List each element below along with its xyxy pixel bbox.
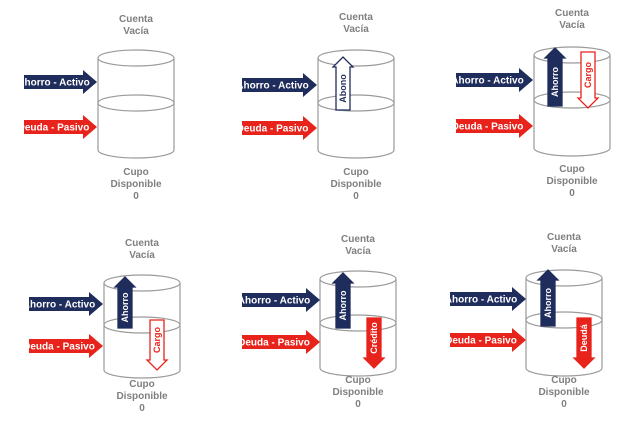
available-label-line1: Cupo [559, 164, 585, 175]
cylinder-top [317, 49, 395, 67]
available-label-line1: Cupo [123, 167, 149, 178]
cylinder [317, 49, 395, 159]
asset-arrow [456, 68, 533, 92]
available-value: 0 [353, 191, 359, 202]
up-arrow [536, 269, 560, 327]
up-arrow [331, 56, 355, 111]
asset-arrow [242, 73, 317, 97]
available-label-line1: Cupo [343, 167, 369, 178]
cylinder-divider [319, 314, 397, 332]
debt-arrow-label: Deuda - Pasivo [237, 124, 309, 135]
available-value: 0 [569, 188, 575, 199]
cylinder-divider [533, 91, 611, 109]
up-arrow-label: Abono [338, 74, 348, 103]
account-title-line1: Cuenta [339, 12, 373, 23]
up-arrow [543, 47, 567, 107]
available-label-line1: Cupo [345, 375, 371, 386]
up-arrow [113, 276, 137, 329]
down-arrow [576, 51, 600, 109]
debt-arrow [29, 334, 103, 358]
cylinder-divider [525, 311, 603, 329]
asset-arrow-label: Ahorro - Activo [238, 296, 310, 307]
cylinder-divider [317, 94, 395, 112]
cylinder [533, 46, 611, 157]
asset-arrow-label: Ahorro - Activo [236, 81, 308, 92]
available-value: 0 [355, 399, 361, 410]
account-title-line2: Vacía [559, 20, 585, 31]
available-value: 0 [139, 403, 145, 414]
available-label-line2: Disponible [110, 179, 162, 190]
available-label-line1: Cupo [551, 375, 577, 386]
down-arrow-label: Cargo [583, 62, 593, 89]
available-label-line2: Disponible [538, 387, 590, 398]
debt-arrow [456, 114, 533, 138]
up-arrow-label: Ahorro [120, 292, 130, 322]
debt-arrow [242, 330, 320, 354]
down-arrow [362, 317, 386, 369]
account-title-line2: Vacía [123, 26, 149, 37]
debt-arrow-label: Deuda - Pasivo [452, 122, 524, 133]
cylinder-top [103, 274, 181, 292]
up-arrow-label: Ahorro [338, 290, 348, 320]
available-value: 0 [133, 191, 139, 202]
cylinder [97, 49, 175, 159]
debt-arrow-label: Deuda - Pasivo [23, 342, 95, 353]
asset-arrow-label: Ahorro - Activo [23, 300, 95, 311]
cylinder [319, 270, 397, 377]
debt-arrow [242, 116, 317, 140]
account-title-line1: Cuenta [119, 14, 153, 25]
asset-arrow-label: Ahorro - Activo [17, 78, 89, 89]
down-arrow-label: Deudá [579, 323, 589, 352]
debt-arrow-label: Deuda - Pasivo [18, 123, 90, 134]
up-arrow-label: Ahorro [550, 67, 560, 97]
available-label-line1: Cupo [129, 379, 155, 390]
up-arrow [331, 272, 355, 329]
asset-arrow [242, 288, 320, 312]
account-title-line1: Cuenta [125, 238, 159, 249]
available-label-line2: Disponible [330, 179, 382, 190]
down-arrow-label: Cargo [152, 327, 162, 354]
cylinder [103, 274, 181, 379]
account-title-line2: Vacía [129, 250, 155, 261]
asset-arrow [24, 70, 97, 94]
available-label-line2: Disponible [546, 176, 598, 187]
cylinder-top [533, 46, 611, 64]
down-arrow [572, 317, 596, 369]
cylinder-divider [97, 94, 175, 112]
debt-arrow [24, 115, 97, 139]
cylinder-body [319, 279, 397, 377]
account-title-line2: Vacía [345, 246, 371, 257]
debt-arrow-label: Deuda - Pasivo [445, 336, 517, 347]
account-title-line1: Cuenta [341, 234, 375, 245]
down-arrow [145, 319, 169, 371]
account-title-line1: Cuenta [547, 232, 581, 243]
account-title-line2: Vacía [551, 244, 577, 255]
asset-arrow-label: Ahorro - Activo [445, 295, 517, 306]
cylinder-body [317, 58, 395, 159]
debt-arrow [450, 328, 526, 352]
cylinder-divider [103, 316, 181, 334]
account-title-line1: Cuenta [555, 8, 589, 19]
asset-arrow [29, 292, 103, 316]
available-label-line2: Disponible [332, 387, 384, 398]
down-arrow-label: Crédito [369, 322, 379, 354]
asset-arrow [450, 287, 526, 311]
cylinder-body [97, 58, 175, 159]
available-label-line2: Disponible [116, 391, 168, 402]
cylinder-top [319, 270, 397, 288]
cylinder-top [97, 49, 175, 67]
asset-arrow-label: Ahorro - Activo [451, 76, 523, 87]
debt-arrow-label: Deuda - Pasivo [238, 338, 310, 349]
up-arrow-label: Ahorro [543, 288, 553, 318]
account-title-line2: Vacía [343, 24, 369, 35]
available-value: 0 [561, 399, 567, 410]
cylinder-top [525, 269, 603, 287]
